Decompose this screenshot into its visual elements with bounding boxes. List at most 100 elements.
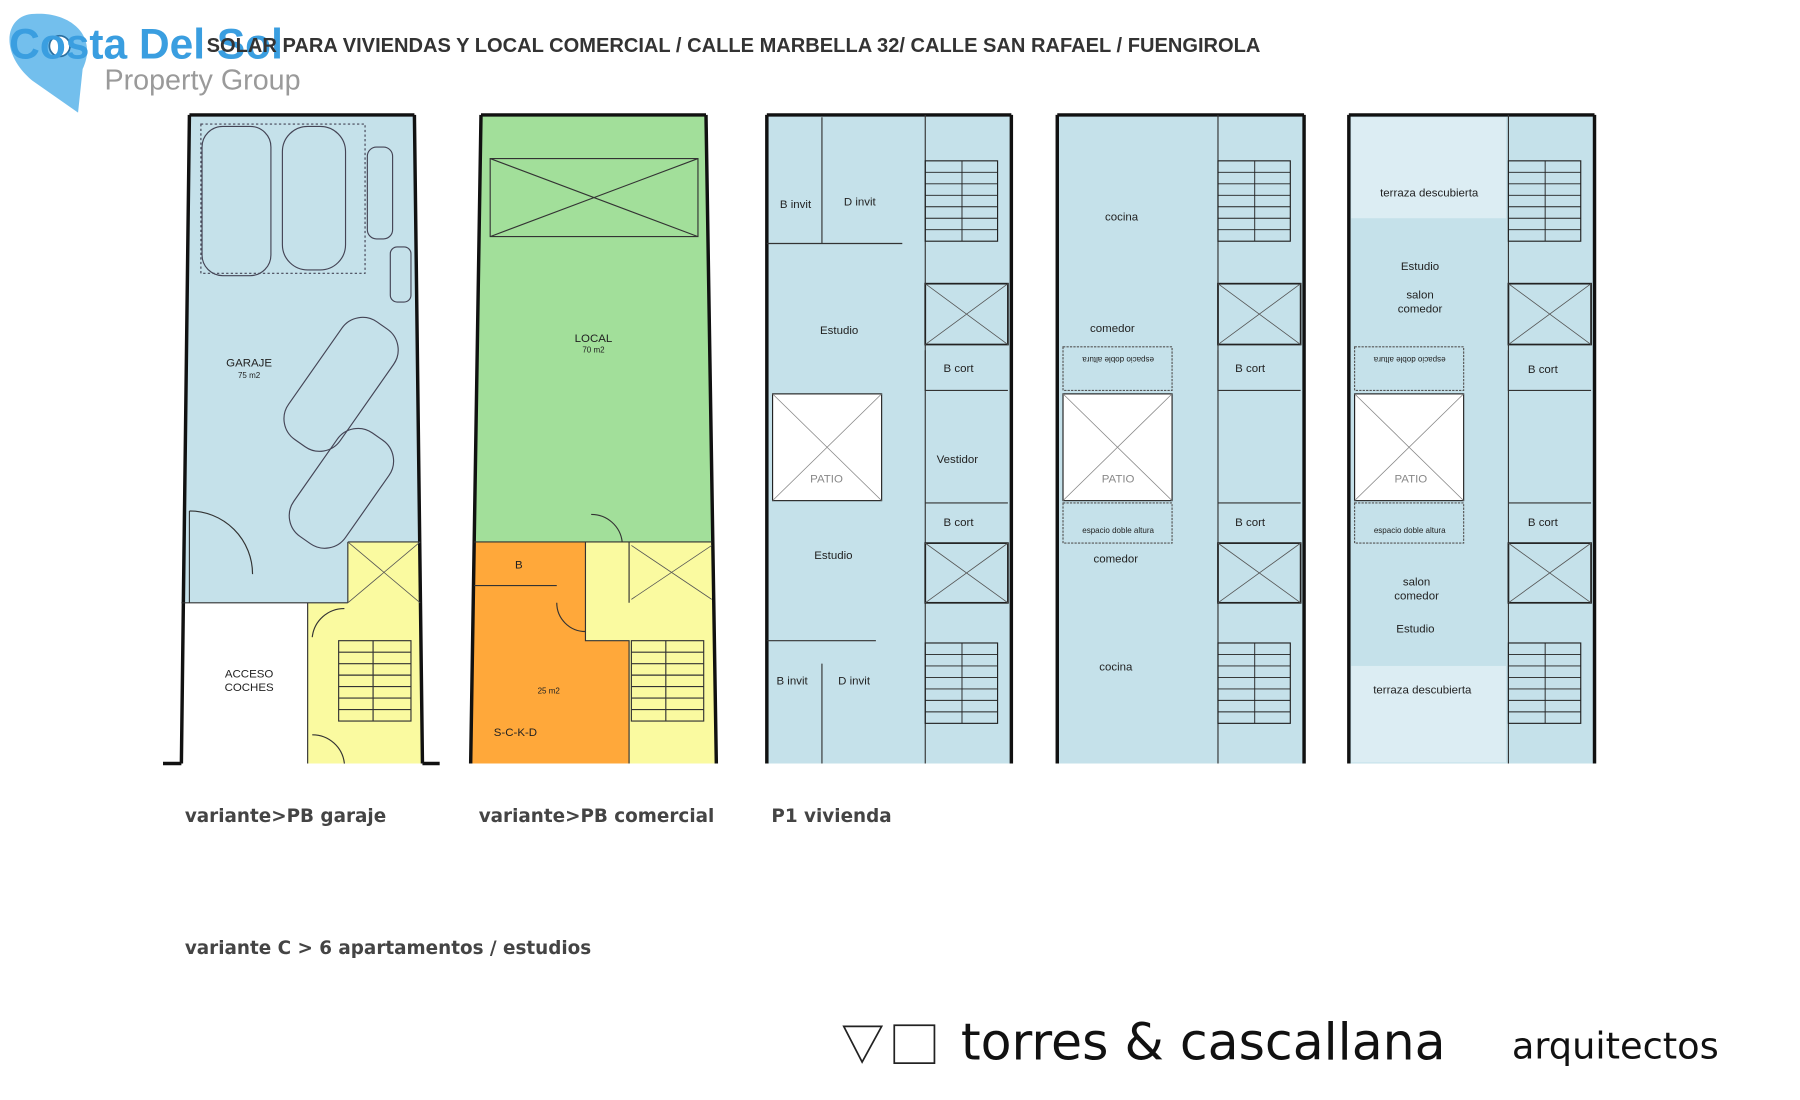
label-room: terraza descubierta [1380, 187, 1479, 199]
map-pin-hole [48, 34, 71, 58]
label-double-height: espacio doble altura [1082, 355, 1154, 364]
label-local-area: 70 m2 [582, 346, 605, 355]
label-room: B cort [944, 517, 975, 529]
label-room: D invit [838, 675, 871, 687]
label-room: terraza descubierta [1373, 684, 1472, 696]
shaft [924, 542, 1009, 604]
logo-brand: Costa Del Sol [9, 21, 283, 68]
label-room: B cort [944, 363, 975, 375]
cars [200, 123, 412, 549]
exterior-wall [1347, 113, 1597, 764]
plan-commercial: LOCAL 70 m2 B 25 m2 S-C-K-D [468, 113, 719, 764]
label-room: comedor [1090, 323, 1135, 335]
unit-area [470, 541, 630, 764]
stair-treads [1217, 160, 1291, 242]
stair [1507, 642, 1582, 724]
shaft [1217, 542, 1302, 604]
stair-treads [1217, 642, 1291, 724]
square-icon [893, 1024, 936, 1064]
shaft [1507, 282, 1592, 346]
shaft [924, 282, 1009, 346]
caption-garage: variante>PB garaje [185, 806, 386, 827]
terrace [1351, 665, 1507, 763]
label-garaje-area: 75 m2 [238, 371, 261, 380]
interior-wall [766, 117, 903, 764]
firm-name: torres & cascallana [961, 1013, 1446, 1072]
stair [924, 642, 999, 724]
label-room: B invit [776, 675, 808, 687]
caption-variant-c: variante C > 6 apartamentos / estudios [185, 938, 591, 959]
label-room: salon [1403, 577, 1430, 589]
architect-logo: torres & cascallana arquitectos [842, 1013, 1719, 1072]
garage-area [181, 114, 421, 603]
shaft-cross [925, 283, 1009, 345]
exterior-wall [765, 113, 1014, 764]
terrace [1351, 117, 1507, 219]
stair-treads [925, 642, 998, 724]
stair [1217, 160, 1291, 242]
label-room: B invit [780, 199, 812, 211]
label-room: cocina [1105, 212, 1139, 224]
label-double-height: espacio doble altura [1082, 526, 1154, 535]
logo: Costa Del Sol Property Group [9, 13, 301, 113]
label-room: B cort [1235, 363, 1266, 375]
patio-cross [772, 393, 882, 501]
label-room: B cort [1528, 517, 1559, 529]
sheet-title: SOLAR PARA VIVIENDAS Y LOCAL COMERCIAL /… [207, 35, 1261, 57]
double-height [1062, 502, 1173, 544]
plan-garage: GARAJE 75 m2 ACCESO COCHES [163, 113, 440, 766]
stair [1217, 642, 1291, 724]
label-acceso: ACCESO [225, 668, 274, 680]
local-area [474, 114, 712, 542]
label-room: Estudio [1396, 624, 1434, 636]
label-coches: COCHES [225, 682, 274, 694]
patio-cross [1354, 393, 1464, 501]
logo-subtitle: Property Group [104, 65, 300, 97]
label-bath: B [515, 559, 523, 571]
garage-stairs [311, 541, 421, 764]
label-room: B cort [1528, 364, 1559, 376]
stair [924, 160, 999, 242]
label-sckd: S-C-K-D [494, 727, 537, 739]
label-garaje: GARAJE [226, 357, 272, 369]
label-local: LOCAL [575, 333, 613, 345]
bath-wall [924, 350, 1008, 504]
label-room: Estudio [814, 550, 852, 562]
caption-p1: P1 vivienda [771, 806, 891, 827]
plan-p2: cocina comedor espacio doble altura B co… [1082, 212, 1266, 674]
label-patio: PATIO [1102, 473, 1135, 485]
double-height [1062, 346, 1173, 392]
shaft-cross [1508, 283, 1592, 345]
label-room: comedor [1398, 303, 1443, 315]
label-double-height: espacio doble altura [1374, 526, 1446, 535]
shaft [1217, 282, 1302, 346]
label-patio: PATIO [810, 473, 843, 485]
patio-cross [1062, 393, 1173, 501]
label-room: Estudio [820, 325, 858, 337]
label-double-height: espacio doble altura [1373, 355, 1445, 364]
shaft-cross [1217, 283, 1301, 345]
label-room: salon [1406, 290, 1433, 302]
stair-treads [1508, 642, 1581, 724]
label-unit-area: 25 m2 [538, 686, 561, 695]
bath-wall [1507, 350, 1592, 504]
shaft-cross [925, 542, 1009, 604]
label-patio: PATIO [1394, 473, 1427, 485]
stair-treads [1508, 160, 1581, 242]
shaft [1507, 542, 1592, 604]
bath-wall [1217, 350, 1301, 504]
shaft-cross [1217, 542, 1301, 604]
plan-p1: B invit D invit Estudio B cort PATIO Ves… [776, 197, 978, 688]
label-room: B cort [1235, 517, 1266, 529]
label-room: Vestidor [937, 454, 979, 466]
label-room: comedor [1094, 554, 1139, 566]
exterior-wall [1055, 113, 1306, 764]
stair [1507, 160, 1582, 242]
label-room: comedor [1394, 590, 1439, 602]
commercial-stairs [630, 545, 712, 722]
triangle-icon [842, 1025, 884, 1064]
label-room: cocina [1099, 662, 1133, 674]
label-room: Estudio [1401, 261, 1439, 273]
shaft-cross [1508, 542, 1592, 604]
